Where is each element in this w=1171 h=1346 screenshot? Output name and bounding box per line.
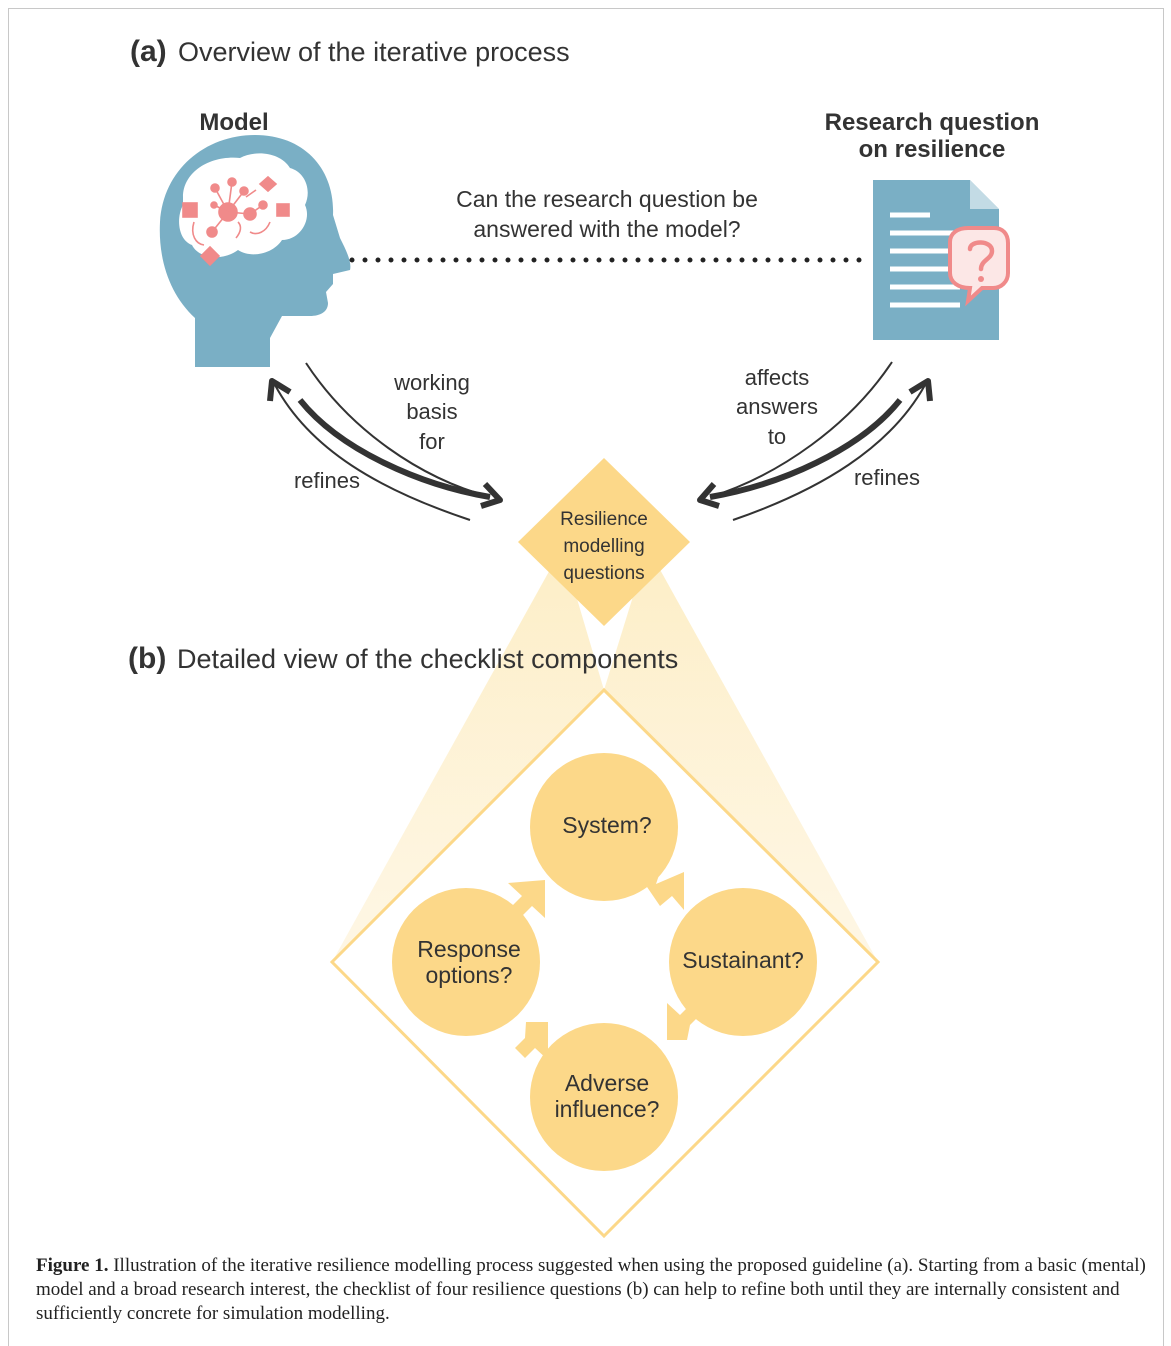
left-inner-line2: basis (406, 399, 457, 424)
checklist-diamond (329, 687, 881, 1239)
center-line3: questions (563, 563, 644, 584)
document-icon (873, 180, 1010, 340)
adverse-influence-circle (530, 1023, 678, 1171)
response-label-line1: Response (417, 936, 521, 962)
system-circle (530, 753, 678, 901)
sustainant-label: Sustainant? (682, 947, 803, 973)
head-icon (159, 135, 351, 367)
adverse-label-line1: Adverse (565, 1070, 649, 1096)
figure-caption: Figure 1. Illustration of the iterative … (36, 1254, 1146, 1326)
right-inner-line2: answers (736, 394, 818, 419)
research-label-line1: Research question (825, 109, 1040, 136)
caption-label: Figure 1. (36, 1255, 109, 1276)
panel-a-letter: (a) (130, 35, 167, 68)
figure-frame (8, 8, 1164, 1346)
beam-left (332, 548, 604, 962)
system-label: System? (562, 812, 651, 838)
center-line1: Resilience (560, 509, 648, 530)
left-inner-line1: working (393, 370, 470, 395)
question-line2: answered with the model? (473, 216, 740, 242)
panel-b-letter: (b) (128, 642, 166, 675)
beam-right (604, 548, 878, 962)
response-options-circle (392, 888, 540, 1036)
right-outer-label: refines (854, 465, 920, 490)
research-label-line2: on resilience (859, 136, 1006, 163)
right-inner-line1: affects (745, 365, 809, 390)
left-outer-label: refines (294, 468, 360, 493)
center-line2: modelling (563, 536, 644, 557)
right-inner-line3: to (768, 424, 786, 449)
panel-a-title: Overview of the iterative process (178, 37, 570, 67)
question-line1: Can the research question be (456, 186, 758, 212)
sustainant-circle (669, 888, 817, 1036)
center-diamond (518, 458, 690, 626)
model-label: Model (199, 109, 268, 136)
right-arrow-pair (697, 361, 933, 521)
left-arrow-pair (267, 362, 503, 521)
response-label-line2: options? (426, 962, 513, 988)
panel-b-title: Detailed view of the checklist component… (177, 644, 678, 674)
caption-text: Illustration of the iterative resilience… (36, 1255, 1146, 1324)
left-inner-line3: for (419, 429, 445, 454)
adverse-label-line2: influence? (555, 1096, 660, 1122)
